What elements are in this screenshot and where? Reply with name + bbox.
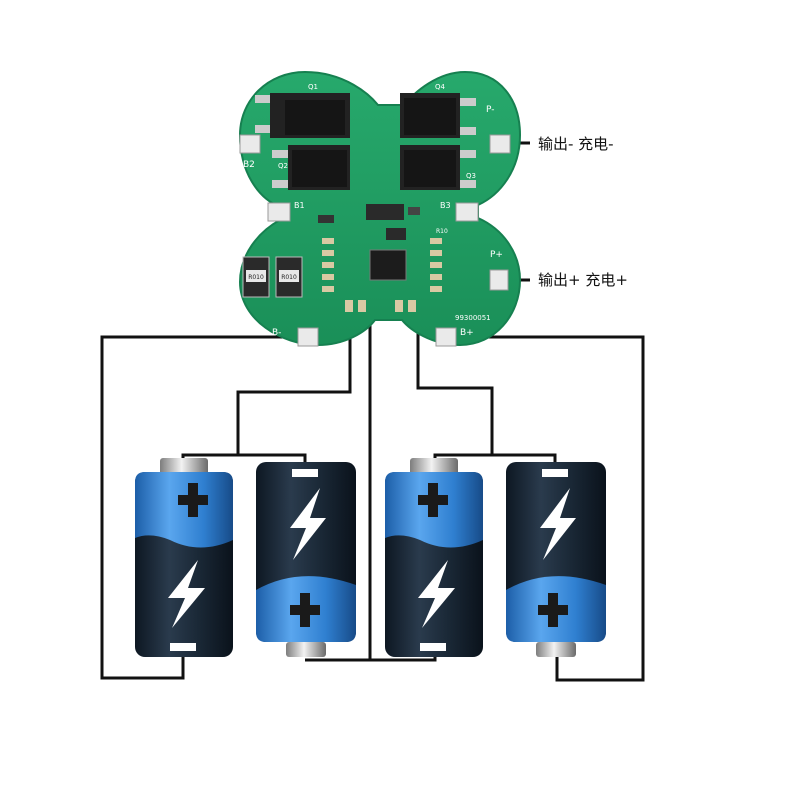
lightning-icon: [290, 488, 326, 560]
plus-icon: [290, 593, 320, 627]
pad-b-plus: [435, 327, 457, 347]
label-serial: 99300051: [455, 314, 491, 322]
smd-resistor-array: [322, 238, 442, 312]
ic-small-top: [366, 204, 404, 220]
wire-b-plus: [445, 335, 645, 682]
lightning-icon: [418, 560, 455, 628]
sense-resistor-left: R010: [242, 256, 270, 298]
label-b2: B2: [243, 160, 255, 170]
battery-cell-1: [135, 458, 233, 657]
battery-cell-4: [506, 462, 606, 657]
battery-cell-3: [385, 458, 483, 657]
lightning-icon: [168, 560, 205, 628]
mosfet-q3: Q3: [400, 145, 476, 190]
ic-sot: [386, 228, 406, 240]
label-b-minus: B-: [272, 328, 281, 338]
label-resistor-right: R010: [281, 274, 297, 281]
pad-p-minus: [489, 134, 511, 154]
sense-resistor-right: R010: [275, 256, 303, 298]
plus-icon: [178, 483, 208, 517]
label-resistor-left: R010: [248, 274, 264, 281]
pad-b2: [239, 134, 261, 154]
label-q1: Q1: [308, 83, 318, 91]
bms-pcb: Q1 Q2 Q4 Q3 B2 P- B1: [238, 70, 522, 347]
output-plus-label: 输出+ 充电+: [538, 271, 628, 289]
label-r10: R10: [436, 228, 448, 235]
label-b-plus: B+: [460, 328, 474, 338]
control-ic: [369, 249, 407, 281]
label-q4: Q4: [435, 83, 446, 91]
label-p-plus: P+: [490, 250, 503, 260]
plus-icon: [418, 483, 448, 517]
label-p-minus: P-: [486, 105, 494, 115]
label-q2: Q2: [278, 162, 288, 170]
label-b3: B3: [440, 201, 451, 210]
mosfet-q2: Q2: [272, 145, 350, 190]
smd-cap: [318, 215, 334, 223]
battery-cell-2: [256, 462, 356, 657]
plus-icon: [538, 593, 568, 627]
label-q3: Q3: [466, 172, 476, 180]
lightning-icon: [540, 488, 576, 560]
pad-b3: [455, 202, 479, 222]
smd-b2: [408, 207, 420, 215]
pad-b-minus: [297, 327, 319, 347]
mosfet-q1: Q1: [255, 83, 350, 138]
label-b1: B1: [294, 201, 305, 210]
pad-b1: [267, 202, 291, 222]
mosfet-q4: Q4: [400, 83, 476, 138]
pad-p-plus: [489, 269, 509, 291]
output-minus-label: 输出- 充电-: [538, 135, 614, 153]
wire-b-minus: [100, 335, 300, 680]
